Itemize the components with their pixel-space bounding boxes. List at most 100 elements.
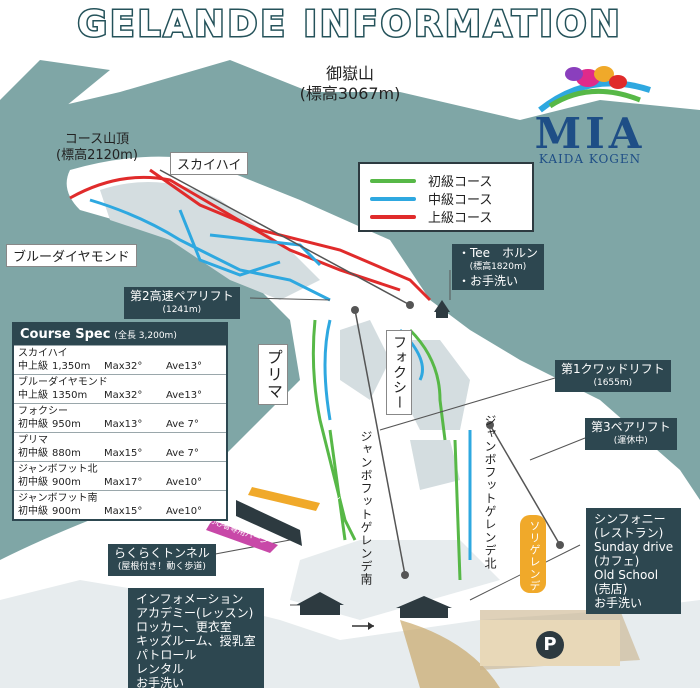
course-spec-detail: 中上級 1,350m Max32° Ave13° bbox=[18, 360, 222, 373]
tee-horn-box: ・Tee ホルン (標高1820m) ・お手洗い bbox=[452, 244, 544, 290]
restaurant-lines: シンフォニー(レストラン)Sunday drive(カフェ)Old School… bbox=[594, 512, 673, 610]
course-spec-total: (全長 3,200m) bbox=[114, 331, 177, 341]
course-spec-name: スカイハイ bbox=[18, 348, 68, 359]
lift1-line bbox=[354, 309, 406, 576]
prima-label: プリマ bbox=[258, 344, 288, 405]
legend-swatch bbox=[370, 179, 416, 183]
academy-slope bbox=[248, 487, 320, 511]
foxy-label: フォクシー bbox=[386, 330, 412, 415]
course-spec-length: 1350m bbox=[52, 390, 88, 401]
sori-slope bbox=[520, 515, 546, 593]
summit-name: 御嶽山 bbox=[325, 64, 374, 83]
legend-label: 上級コース bbox=[428, 211, 493, 226]
legend-swatch bbox=[370, 197, 416, 201]
course-spec-level: 中上級 bbox=[18, 361, 48, 372]
course-spec-max: Max32° bbox=[104, 361, 143, 372]
restaurant-line: (レストラン) bbox=[594, 526, 664, 540]
tee-horn-elevation: (標高1820m) bbox=[469, 262, 527, 272]
lift3-name: 第3ペアリフト bbox=[591, 420, 671, 434]
course-spec-max: Max13° bbox=[104, 419, 143, 430]
course-spec-header: Course Spec(全長 3,200m) bbox=[14, 324, 226, 345]
prima-blue bbox=[323, 319, 332, 421]
parking-circle bbox=[536, 631, 564, 659]
restaurant-line: お手洗い bbox=[594, 596, 643, 610]
info-center-building bbox=[296, 592, 344, 605]
lift1-box: 第1クワッドリフト (1655m) bbox=[555, 360, 671, 392]
info-center-line: アカデミー(レッスン) bbox=[136, 606, 254, 620]
course-top-name: コース山頂 bbox=[64, 132, 130, 147]
info-center-box: インフォメーションアカデミー(レッスン)ロッカー、更衣室キッズルーム、授乳室パト… bbox=[128, 588, 264, 688]
course-spec-max: Max32° bbox=[104, 390, 143, 401]
sky-high-course bbox=[149, 168, 432, 302]
course-spec-level: 初中級 bbox=[18, 506, 48, 517]
foxy-green bbox=[408, 328, 447, 441]
lift3-line bbox=[489, 424, 561, 546]
info-center-line: お手洗い bbox=[136, 676, 185, 688]
course-spec-name: ブルーダイヤモンド bbox=[18, 377, 108, 388]
tee-horn-building bbox=[434, 300, 450, 312]
course-spec-level: 初中級 bbox=[18, 448, 48, 459]
lift2-box: 第2高速ペアリフト (1241m) bbox=[124, 287, 240, 319]
course-top-elevation: (標高2120m) bbox=[56, 148, 138, 163]
restaurant-line: Sunday drive bbox=[594, 540, 674, 554]
blue-diamond-label: ブルーダイヤモンド bbox=[6, 244, 137, 267]
logo-sub: KAIDA KOGEN bbox=[538, 152, 642, 166]
jumbo-south-label: ジャンボフットゲレンデ南 bbox=[359, 430, 373, 586]
course-spec-ave: Ave 7° bbox=[166, 448, 199, 459]
tunnel bbox=[236, 500, 302, 546]
legend-label: 初級コース bbox=[428, 175, 493, 190]
course-spec-level: 中上級 bbox=[18, 390, 48, 401]
course-legend: 初級コース 中級コース 上級コース bbox=[358, 162, 534, 232]
parking-icon: P bbox=[543, 634, 557, 655]
course-spec-name: ジャンボフット北 bbox=[18, 464, 98, 475]
flower-icon bbox=[538, 66, 651, 113]
restaurant-building bbox=[396, 596, 452, 608]
info-center-line: レンタル bbox=[136, 662, 185, 676]
info-center-line: パトロール bbox=[136, 648, 197, 662]
course-spec-max: Max15° bbox=[104, 506, 143, 517]
course-spec-length: 880m bbox=[52, 448, 81, 459]
legend-swatch bbox=[370, 215, 416, 219]
restaurant-box: シンフォニー(レストラン)Sunday drive(カフェ)Old School… bbox=[586, 508, 682, 614]
course-spec-length: 900m bbox=[52, 506, 81, 517]
lift2-name: 第2高速ペアリフト bbox=[130, 289, 234, 303]
restaurant-line: (カフェ) bbox=[594, 554, 640, 568]
restaurant-line: シンフォニー bbox=[594, 512, 666, 526]
summit-label: 御嶽山 (標高3067m) bbox=[250, 64, 450, 104]
course-spec-ave: Ave13° bbox=[166, 361, 203, 372]
logo-text: MIA bbox=[534, 109, 646, 158]
course-spec-level: 初中級 bbox=[18, 419, 48, 430]
course-spec-row: スカイハイ中上級 1,350m Max32° Ave13° bbox=[14, 345, 226, 374]
upper-slope bbox=[100, 182, 320, 300]
course-spec-ave: Ave10° bbox=[166, 506, 203, 517]
tunnel-note: (屋根付き！動く歩道) bbox=[117, 562, 206, 572]
legend-label: 中級コース bbox=[428, 193, 493, 208]
beginner-slope bbox=[206, 520, 278, 553]
info-center-line: キッズルーム、授乳室 bbox=[136, 634, 256, 648]
course-spec-name: プリマ bbox=[18, 435, 48, 446]
lift2-line bbox=[159, 169, 411, 306]
prima-green bbox=[311, 319, 357, 541]
course-spec-name: フォクシー bbox=[18, 406, 68, 417]
course-spec-detail: 初中級 900m Max15° Ave10° bbox=[18, 505, 222, 518]
lift3-box: 第3ペアリフト (運休中) bbox=[585, 418, 677, 450]
course-spec-length: 950m bbox=[52, 419, 81, 430]
course-spec-max: Max15° bbox=[104, 448, 143, 459]
info-center-line: インフォメーション bbox=[136, 592, 244, 606]
course-spec-ave: Ave10° bbox=[166, 477, 203, 488]
course-spec-max: Max17° bbox=[104, 477, 143, 488]
tee-horn-name: ・Tee ホルン bbox=[458, 246, 538, 260]
course-spec-length: 1,350m bbox=[52, 361, 91, 372]
sori-label: ソリゲレンデ bbox=[528, 520, 541, 592]
lift3-status: (運休中) bbox=[613, 436, 648, 446]
lift1-length: (1655m) bbox=[593, 378, 633, 388]
